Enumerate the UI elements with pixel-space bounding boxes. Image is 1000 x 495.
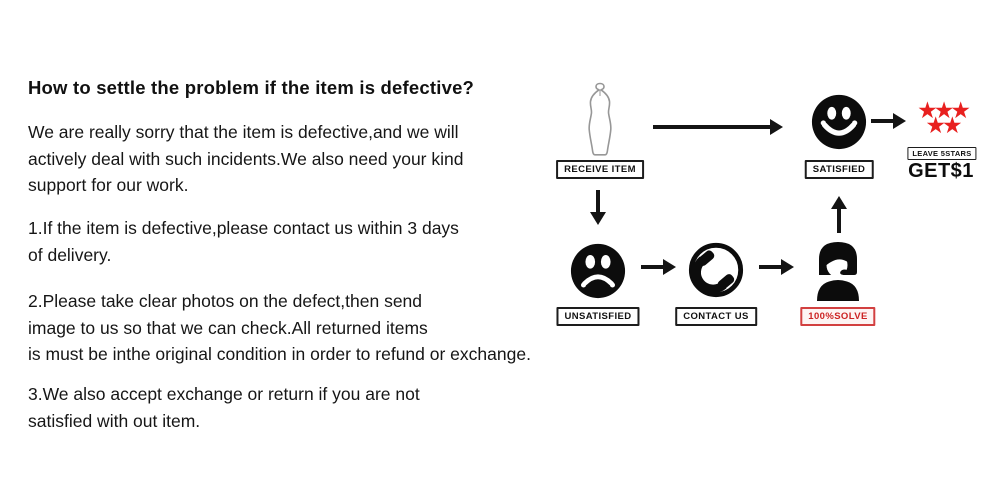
star-icon [942, 114, 959, 137]
unsatisfied-label: UNSATISFIED [556, 307, 640, 326]
arrow-satisfied-to-stars [871, 112, 906, 129]
arrow-receive-to-satisfied [653, 118, 783, 135]
page-title: How to settle the problem if the item is… [28, 77, 475, 98]
policy-point-2: 2.Please take clear photos on the defect… [28, 291, 531, 364]
happy-face-icon [811, 94, 867, 150]
star-icon [925, 114, 942, 137]
dress-icon [588, 82, 612, 156]
five-stars [909, 99, 975, 136]
leave-stars-label: LEAVE 5STARS [907, 147, 977, 160]
customer-service-icon [817, 242, 859, 301]
reward-text: GET$1 [908, 160, 974, 182]
intro-paragraph: We are really sorry that the item is def… [28, 122, 464, 195]
arrow-contact-to-solve [759, 258, 794, 275]
arrow-receive-to-unsatisfied [589, 190, 606, 225]
arrow-unsatisfied-to-contact [641, 258, 676, 275]
receive-item-label: RECEIVE ITEM [556, 160, 644, 179]
policy-point-1: 1.If the item is defective,please contac… [28, 218, 459, 265]
phone-icon [688, 242, 744, 298]
sad-face-icon [570, 243, 626, 299]
policy-point-3: 3.We also accept exchange or return if y… [28, 384, 420, 431]
contact-us-label: CONTACT US [675, 307, 757, 326]
satisfied-label: SATISFIED [804, 160, 874, 179]
solve-label: 100%SOLVE [800, 307, 876, 326]
arrow-solve-to-satisfied [830, 196, 847, 233]
